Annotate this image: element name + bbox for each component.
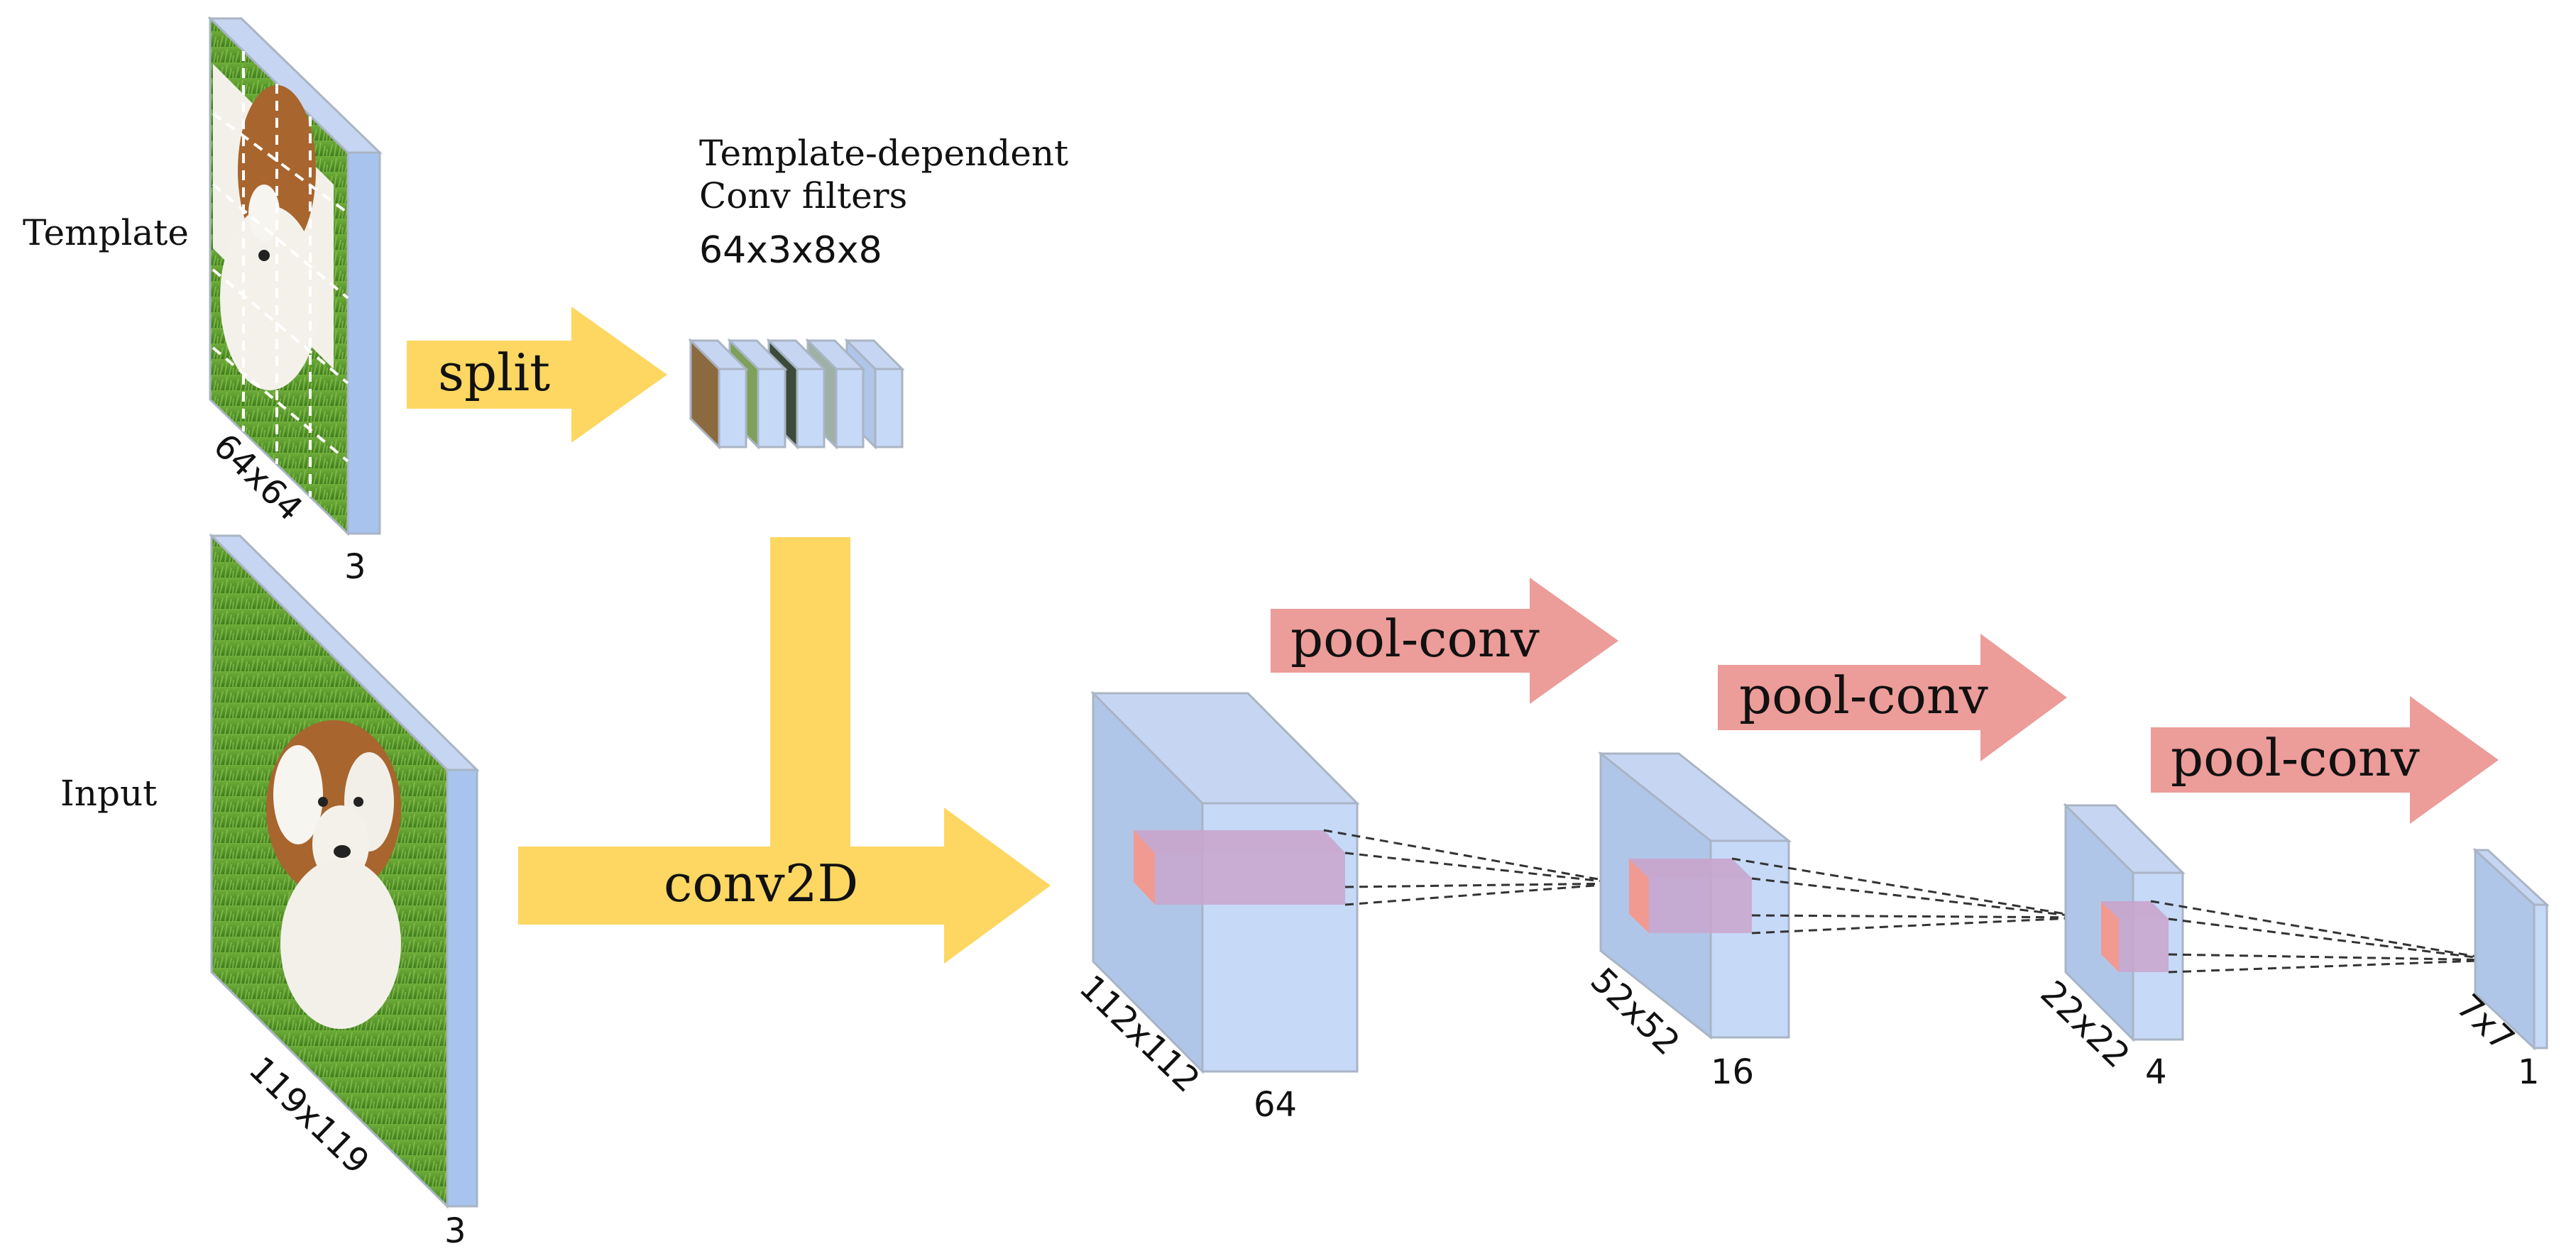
feature-volume-1 bbox=[1090, 690, 1360, 1074]
filter-stack bbox=[688, 338, 905, 450]
split-arrow-label: split bbox=[438, 343, 550, 402]
input-label: Input bbox=[60, 773, 157, 814]
conv2d-arrow-label: conv2D bbox=[664, 854, 858, 913]
projection-lines-3 bbox=[2150, 900, 2498, 974]
layer3-channels-label: 4 bbox=[2145, 1052, 2167, 1092]
template-label: Template bbox=[23, 212, 189, 253]
input-volume bbox=[209, 533, 480, 1209]
layer4-channels-label: 1 bbox=[2518, 1052, 2540, 1092]
filters-shape-label: 64x3x8x8 bbox=[699, 229, 882, 272]
receptive-block-1 bbox=[1134, 830, 1345, 905]
projection-lines-2 bbox=[1731, 857, 2088, 935]
filters-title-line1: Template-dependent bbox=[699, 133, 1068, 174]
template-volume bbox=[207, 16, 383, 536]
split-arrow bbox=[407, 307, 667, 443]
feature-volume-2 bbox=[1597, 751, 1792, 1040]
feature-volume-4 bbox=[2472, 847, 2550, 1051]
pool-conv-label-1: pool-conv bbox=[1290, 609, 1540, 668]
dog-photo-input bbox=[266, 720, 401, 1029]
receptive-block-3 bbox=[2101, 901, 2169, 972]
layer2-channels-label: 16 bbox=[1711, 1052, 1754, 1092]
pool-conv-arrow-1 bbox=[1271, 578, 1618, 704]
conv2d-arrow bbox=[518, 537, 1051, 964]
projection-lines-1 bbox=[1323, 829, 1623, 906]
input-channels-label: 3 bbox=[444, 1211, 466, 1251]
template-channels-label: 3 bbox=[344, 547, 366, 587]
layer1-channels-label: 64 bbox=[1254, 1085, 1297, 1125]
feature-volume-3 bbox=[2063, 803, 2186, 1042]
receptive-block-2 bbox=[1629, 859, 1752, 933]
filters-title-line2: Conv filters bbox=[699, 175, 907, 216]
pool-conv-arrow-2 bbox=[1718, 634, 2067, 761]
pool-conv-label-3: pool-conv bbox=[2171, 728, 2420, 788]
pool-conv-label-2: pool-conv bbox=[1739, 666, 1988, 725]
pool-conv-arrow-3 bbox=[2151, 696, 2499, 824]
